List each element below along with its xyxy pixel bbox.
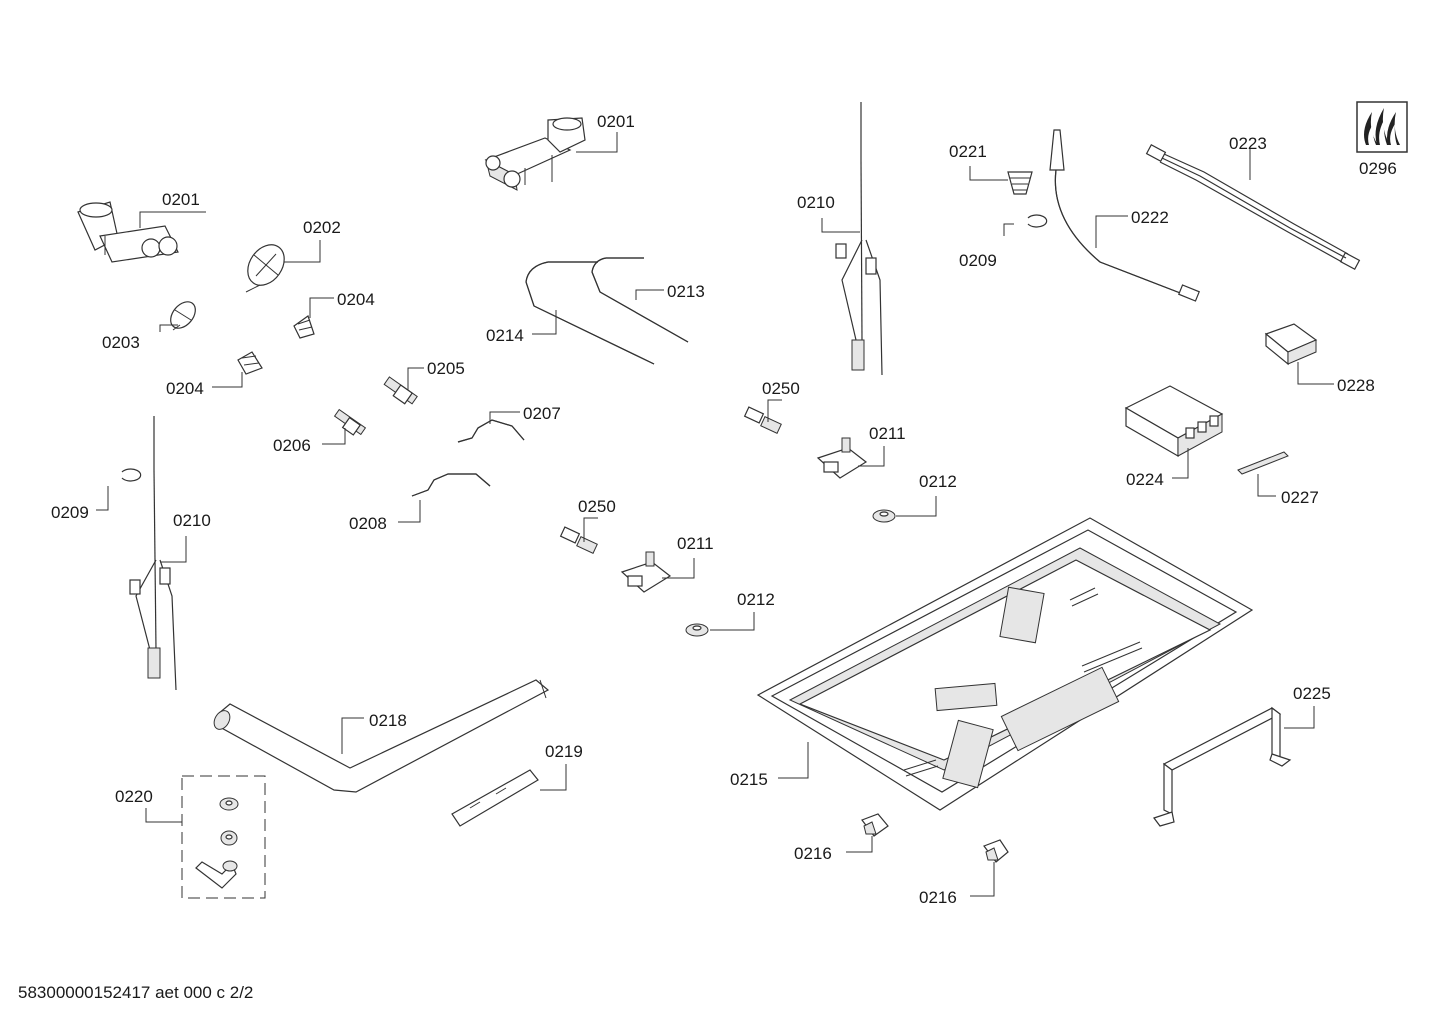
label-0218: 0218 — [369, 711, 407, 730]
valve-body-top — [484, 117, 586, 191]
label-0227: 0227 — [1281, 488, 1319, 507]
clip-0202 — [245, 244, 285, 293]
label-0203: 0203 — [102, 333, 140, 352]
label-0204-a: 0204 — [337, 290, 375, 309]
label-0296: 0296 — [1359, 159, 1397, 178]
label-0221: 0221 — [949, 142, 987, 161]
thermocouple-0210-left — [129, 416, 177, 691]
label-0201-top: 0201 — [597, 112, 635, 131]
spring-0204-a — [293, 315, 315, 339]
label-0228: 0228 — [1337, 376, 1375, 395]
label-0250-a: 0250 — [762, 379, 800, 398]
clip-0209-right — [1027, 214, 1048, 228]
label-0209-left: 0209 — [51, 503, 89, 522]
label-0215: 0215 — [730, 770, 768, 789]
clip-0209-left — [121, 468, 142, 482]
label-0212-a: 0212 — [919, 472, 957, 491]
label-0208: 0208 — [349, 514, 387, 533]
label-0201-left: 0201 — [162, 190, 200, 209]
nozzle-0206 — [333, 408, 367, 436]
label-0212-b: 0212 — [737, 590, 775, 609]
injector-0250-a — [743, 406, 782, 434]
rail-0219 — [451, 769, 539, 827]
spring-0221 — [1007, 171, 1033, 195]
thermocouple-0210-right — [835, 102, 883, 376]
pipe-0213 — [591, 257, 689, 343]
ring-0212-b — [685, 623, 709, 637]
label-0213: 0213 — [667, 282, 705, 301]
bracket-0216-a — [861, 813, 889, 837]
label-0206: 0206 — [273, 436, 311, 455]
ignition-module-0224 — [1124, 385, 1224, 458]
label-0250-b: 0250 — [578, 497, 616, 516]
label-0205: 0205 — [427, 359, 465, 378]
tray-0215 — [756, 517, 1254, 811]
label-0220: 0220 — [115, 787, 153, 806]
valve-0211-b — [620, 551, 672, 593]
label-0211-a: 0211 — [869, 424, 906, 443]
valve-0211-a — [816, 437, 868, 479]
label-0209-right: 0209 — [959, 251, 997, 270]
document-code: 58300000152417 aet 000 c 2/2 — [18, 983, 253, 1002]
label-0225: 0225 — [1293, 684, 1331, 703]
label-0216-a: 0216 — [794, 844, 832, 863]
label-0204-b: 0204 — [166, 379, 204, 398]
ring-0212-a — [872, 509, 896, 523]
nozzle-0205 — [383, 376, 418, 405]
injector-0250-b — [559, 526, 598, 554]
label-0202: 0202 — [303, 218, 341, 237]
label-0224: 0224 — [1126, 470, 1164, 489]
spring-0204-b — [237, 351, 263, 375]
box-0228 — [1264, 323, 1318, 366]
label-0222: 0222 — [1131, 208, 1169, 227]
label-0210-right: 0210 — [797, 193, 835, 212]
strip-0227 — [1237, 451, 1289, 475]
label-0214: 0214 — [486, 326, 524, 345]
gas-flame-icon — [1356, 101, 1408, 153]
bracket-0216-b — [983, 839, 1009, 863]
pipe-0207 — [457, 419, 525, 443]
cable-0223 — [1145, 144, 1361, 270]
pipe-0214 — [525, 261, 655, 365]
valve-body-left — [77, 201, 179, 263]
pipe-0208 — [411, 473, 491, 497]
clip-0203 — [170, 301, 196, 331]
label-0219: 0219 — [545, 742, 583, 761]
gas-pipe-0218 — [213, 679, 550, 793]
bracket-0225 — [1153, 706, 1292, 827]
electrode-0222 — [1049, 129, 1200, 302]
label-0216-b: 0216 — [919, 888, 957, 907]
connector-kit-0220 — [181, 775, 266, 899]
label-0210-left: 0210 — [173, 511, 211, 530]
label-0207: 0207 — [523, 404, 561, 423]
label-0211-b: 0211 — [677, 534, 714, 553]
label-0223: 0223 — [1229, 134, 1267, 153]
